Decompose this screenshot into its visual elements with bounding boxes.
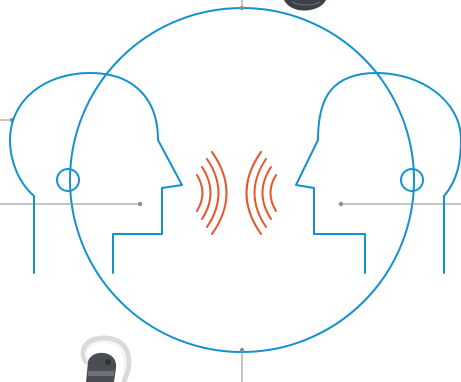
conversation-circle [70,8,414,352]
sound-wave-icon [197,152,276,234]
earpiece-body [86,353,116,382]
earpiece-band [88,371,114,376]
wave-left-3 [207,159,219,227]
right-head-icon [296,73,461,273]
left-head-outline [10,73,182,273]
bluetooth-earpiece-icon [83,338,129,382]
earpiece-button [105,359,111,365]
leader-dot-left-mouth [138,202,142,206]
leader-dot-top [240,6,244,10]
right-ear-icon [401,169,423,191]
right-head-outline [296,73,461,273]
wave-left-1 [197,175,203,211]
leader-dot-right-mouth [339,202,343,206]
left-head-icon [10,73,182,273]
wave-right-1 [271,175,277,211]
wave-right-3 [255,159,267,227]
left-ear-icon [57,169,79,191]
top-earpiece-icon [284,0,326,11]
leader-dot-bottom [240,348,244,352]
leader-dots [10,6,343,352]
